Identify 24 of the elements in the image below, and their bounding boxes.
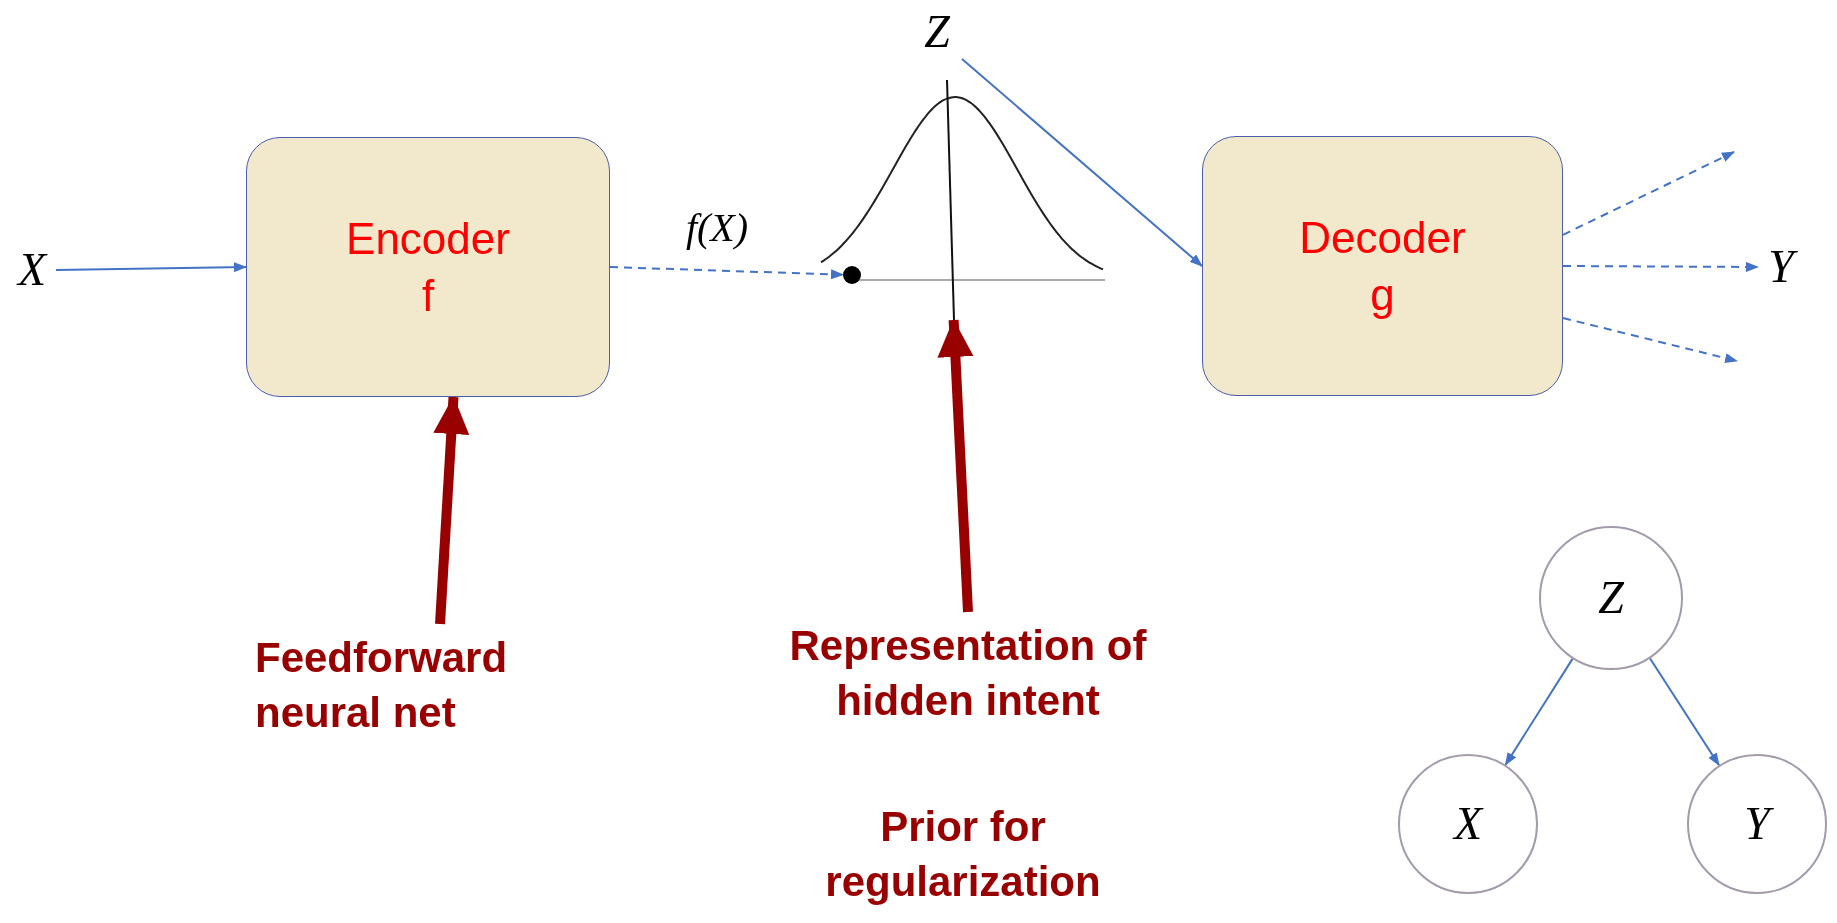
annotation-text: Feedforward neural net	[255, 633, 509, 738]
variable-label: X	[17, 244, 47, 296]
variable-label: X	[1453, 798, 1483, 850]
block-title: Decoder	[1299, 211, 1466, 264]
arrow	[1504, 657, 1574, 766]
function-name: f	[421, 270, 435, 322]
annotation-text: Prior for regularization	[824, 802, 1102, 907]
thick-arrow	[433, 396, 470, 625]
block-title: Encoder	[346, 212, 510, 265]
arrow	[961, 58, 1203, 267]
arrow	[55, 262, 247, 273]
process-box	[246, 137, 610, 397]
dashed-arrow	[1562, 151, 1735, 236]
process-box	[1202, 136, 1563, 396]
variable-label: Z	[924, 6, 950, 58]
function-name: g	[1370, 269, 1395, 321]
thick-arrow	[937, 319, 974, 613]
dashed-arrow	[1562, 261, 1759, 272]
dashed-arrow	[1562, 317, 1738, 363]
dashed-arrow	[609, 266, 844, 280]
arrow	[1649, 657, 1720, 767]
point-marker	[843, 266, 861, 284]
variable-label: Z	[1598, 572, 1624, 624]
annotation-text: Representation of hidden intent	[788, 621, 1148, 726]
